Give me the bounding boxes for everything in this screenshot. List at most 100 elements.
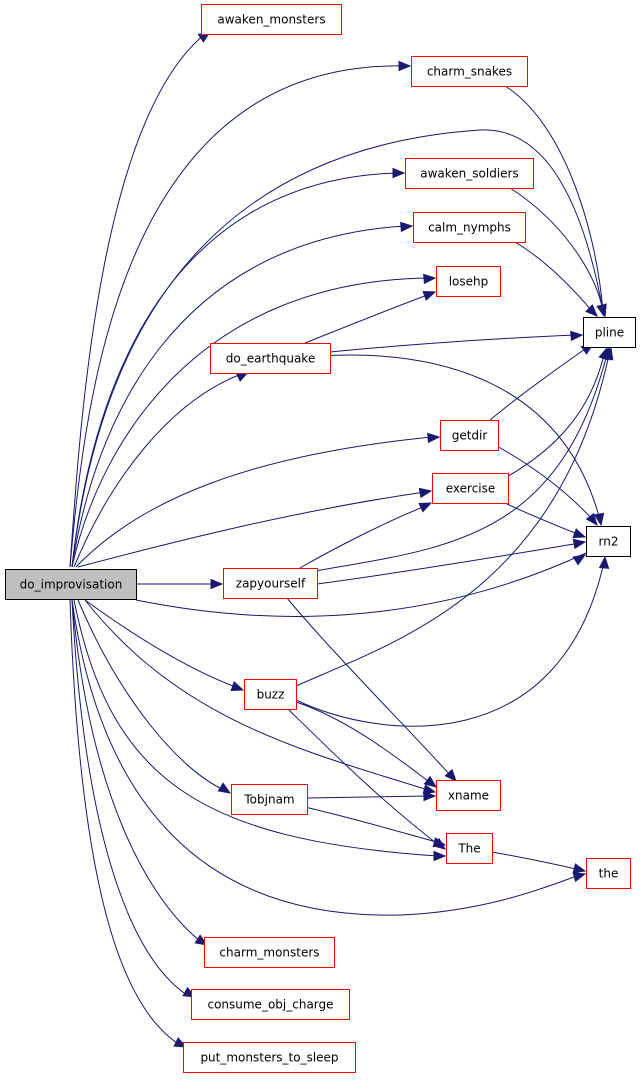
node-consume_obj_charge[interactable]: consume_obj_charge [191,989,350,1020]
node-pline[interactable]: pline [583,317,636,348]
arrowhead-do_improvisation-to-awaken_soldiers [392,167,406,179]
arrowhead-buzz-to-xname [423,775,438,788]
node-label-getdir: getdir [452,429,488,443]
node-put_monsters_to_sleep[interactable]: put_monsters_to_sleep [183,1042,356,1073]
node-box-put_monsters_to_sleep [183,1042,356,1073]
arrowhead-awaken_soldiers-to-pline [596,303,607,318]
edge-do_improvisation-to-calm_nymphs [71,225,406,568]
node-do_improvisation[interactable]: do_improvisation [5,569,137,600]
arrowhead-do_improvisation-to-buzz [230,681,245,691]
arrowhead-calm_nymphs-to-pline [585,304,598,317]
node-label-Tobjnam: Tobjnam [243,793,294,807]
node-box-buzz [244,679,297,710]
edge-do_improvisation-to-buzz [84,599,239,689]
node-exercise[interactable]: exercise [432,473,509,504]
node-Tobjnam[interactable]: Tobjnam [231,784,308,815]
node-box-Tobjnam [231,784,308,815]
arrowhead-getdir-to-rn2 [585,512,598,527]
node-label-rn2: rn2 [599,535,619,549]
node-zapyourself[interactable]: zapyourself [223,568,318,599]
node-box-charm_snakes [411,56,528,87]
node-The[interactable]: The [446,833,493,864]
node-the[interactable]: the [586,858,631,889]
edge-zapyourself-to-exercise [299,504,429,569]
edge-zapyourself-to-xname [286,597,453,778]
node-box-charm_monsters [204,937,335,968]
edge-do_improvisation-to-charm_snakes [69,65,406,568]
edge-do_improvisation-to-losehp [71,277,431,568]
edge-do_improvisation-to-pline [71,129,604,568]
edge-getdir-to-pline [489,346,589,421]
node-label-do_improvisation: do_improvisation [20,578,123,592]
arrowhead-The-to-the [572,863,587,874]
arrowhead-do_improvisation-to-exercise [418,487,433,499]
arrowhead-do_improvisation-to-losehp [423,273,437,285]
arrowhead-buzz-to-rn2 [598,555,610,569]
edge-Tobjnam-to-The [304,806,441,844]
edge-exercise-to-pline [504,349,606,479]
node-box-awaken_monsters [201,4,342,35]
node-calm_nymphs[interactable]: calm_nymphs [413,212,526,243]
arrowhead-do_improvisation-to-the [572,871,587,883]
edge-do_earthquake-to-rn2 [319,354,601,521]
node-charm_monsters[interactable]: charm_monsters [204,937,335,968]
node-label-exercise: exercise [446,482,496,496]
node-label-consume_obj_charge: consume_obj_charge [207,998,333,1012]
node-losehp[interactable]: losehp [436,266,501,297]
arrowhead-do_improvisation-to-The [433,850,447,862]
edge-do_improvisation-to-exercise [77,491,426,568]
edge-do_earthquake-to-losehp [304,293,431,344]
edge-do_improvisation-to-consume_obj_charge [71,599,188,996]
arrowhead-do_earthquake-to-pline [570,330,584,342]
arrowhead-do_improvisation-to-getdir [427,432,441,444]
arrowhead-zapyourself-to-xname [444,768,457,782]
edge-do_improvisation-to-rn2 [135,552,587,617]
arrowhead-exercise-to-rn2 [572,528,587,538]
node-xname[interactable]: xname [436,780,501,811]
node-do_earthquake[interactable]: do_earthquake [210,343,331,374]
node-awaken_monsters[interactable]: awaken_monsters [201,4,342,35]
node-box-xname [436,780,501,811]
arrowhead-Tobjnam-to-xname [423,790,437,802]
node-box-losehp [436,266,501,297]
edge-buzz-to-rn2 [295,561,605,727]
node-awaken_soldiers[interactable]: awaken_soldiers [405,158,534,189]
edge-do_improvisation-to-charm_monsters [71,599,201,942]
node-box-awaken_soldiers [405,158,534,189]
arrowhead-do_improvisation-to-rn2 [572,554,587,566]
node-box-getdir [440,420,499,451]
node-box-exercise [432,473,509,504]
node-rn2[interactable]: rn2 [586,526,631,557]
node-label-awaken_soldiers: awaken_soldiers [420,167,518,181]
arrowhead-do_improvisation-to-xname [422,784,437,795]
nodes-layer: do_improvisation awaken_monsters charm_sna… [5,4,636,1073]
node-label-pline: pline [595,326,624,340]
arrowhead-do_improvisation-to-calm_nymphs [400,221,414,233]
edge-getdir-to-rn2 [494,444,594,521]
edge-do_improvisation-to-awaken_monsters [69,33,206,568]
node-label-losehp: losehp [449,275,489,289]
node-label-do_earthquake: do_earthquake [226,352,315,366]
edge-Tobjnam-to-xname [306,795,431,799]
arrowhead-do_earthquake-to-rn2 [593,512,605,527]
node-label-charm_snakes: charm_snakes [427,65,512,79]
node-box-calm_nymphs [413,212,526,243]
node-box-do_improvisation [5,569,137,600]
arrowhead-Tobjnam-to-The [432,837,447,848]
node-label-The: The [457,842,480,856]
node-label-xname: xname [448,789,489,803]
edge-do_earthquake-to-pline [329,334,578,353]
node-label-buzz: buzz [257,688,285,702]
node-label-put_monsters_to_sleep: put_monsters_to_sleep [200,1051,338,1065]
node-box-zapyourself [223,568,318,599]
node-getdir[interactable]: getdir [440,420,499,451]
arrowhead-zapyourself-to-exercise [418,502,433,513]
arrowhead-do_improvisation-to-Tobjnam [217,782,232,794]
node-box-pline [583,317,636,348]
arrowhead-do_earthquake-to-losehp [422,291,437,301]
edge-calm_nymphs-to-pline [514,241,593,312]
node-charm_snakes[interactable]: charm_snakes [411,56,528,87]
node-buzz[interactable]: buzz [244,679,297,710]
edge-buzz-to-The [287,708,441,847]
